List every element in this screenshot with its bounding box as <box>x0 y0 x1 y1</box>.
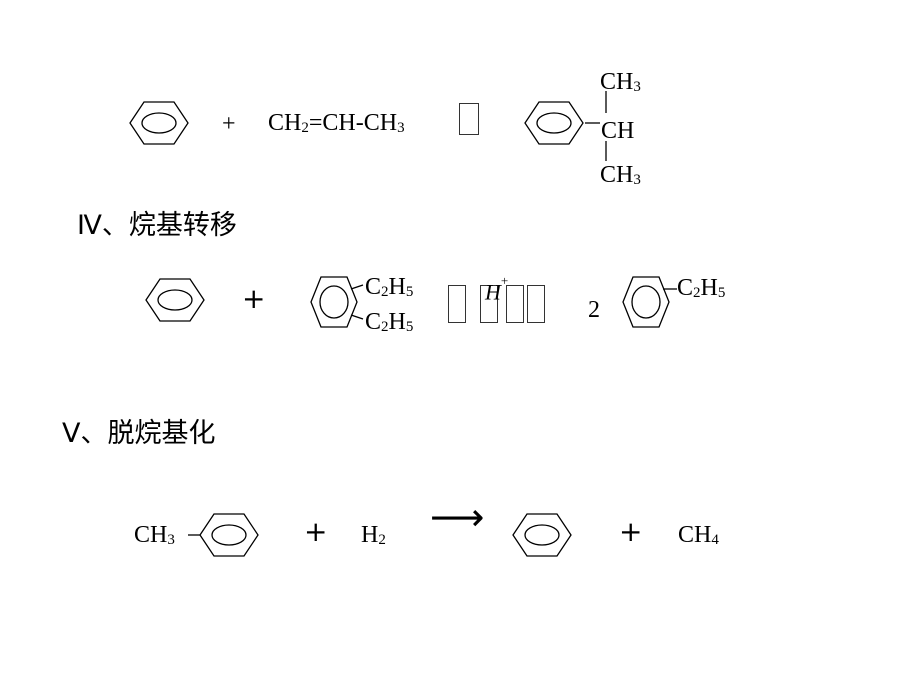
missing-glyph-box <box>480 285 498 323</box>
ethyl-group-top: C2H5 <box>365 274 414 300</box>
plus-sign: + <box>304 515 328 548</box>
product-ch3-top: CH3 <box>600 69 641 95</box>
benzene-ring-reactant <box>145 278 205 322</box>
toluene-ring <box>188 513 259 557</box>
section-heading-alkyl-transfer: Ⅳ、烷基转移 <box>77 210 237 241</box>
benzene-ring-product <box>524 101 584 145</box>
diethylbenzene-ring <box>310 276 364 328</box>
hydrogen-formula: H2 <box>361 522 386 548</box>
missing-glyph-box <box>527 285 545 323</box>
plus-sign: + <box>222 111 236 137</box>
benzene-ring-reactant <box>129 101 189 145</box>
section-heading-dealkylation: Ⅴ、脱烷基化 <box>62 418 216 449</box>
missing-glyph-box <box>448 285 466 323</box>
product-ch-center: CH <box>601 118 635 144</box>
missing-arrow-glyph-box <box>459 103 479 135</box>
plus-sign: + <box>242 282 266 315</box>
ethyl-group-product: C2H5 <box>677 275 726 301</box>
ethyl-group-bottom: C2H5 <box>365 309 414 335</box>
reaction-arrow: ⟶ <box>430 495 485 539</box>
methane-formula: CH4 <box>678 522 719 548</box>
benzene-ring-product <box>512 513 572 557</box>
isopropyl-bonds <box>585 91 607 161</box>
propene-formula: CH2=CH-CH3 <box>268 110 405 136</box>
plus-sign: + <box>619 515 643 548</box>
ethylbenzene-ring <box>622 276 677 328</box>
missing-glyph-box <box>506 285 524 323</box>
catalyst-h-plus: H+ <box>485 273 509 305</box>
stoichiometric-coefficient: 2 <box>588 297 600 323</box>
product-ch3-bottom: CH3 <box>600 162 641 188</box>
toluene-methyl-group: CH3 <box>134 522 175 548</box>
